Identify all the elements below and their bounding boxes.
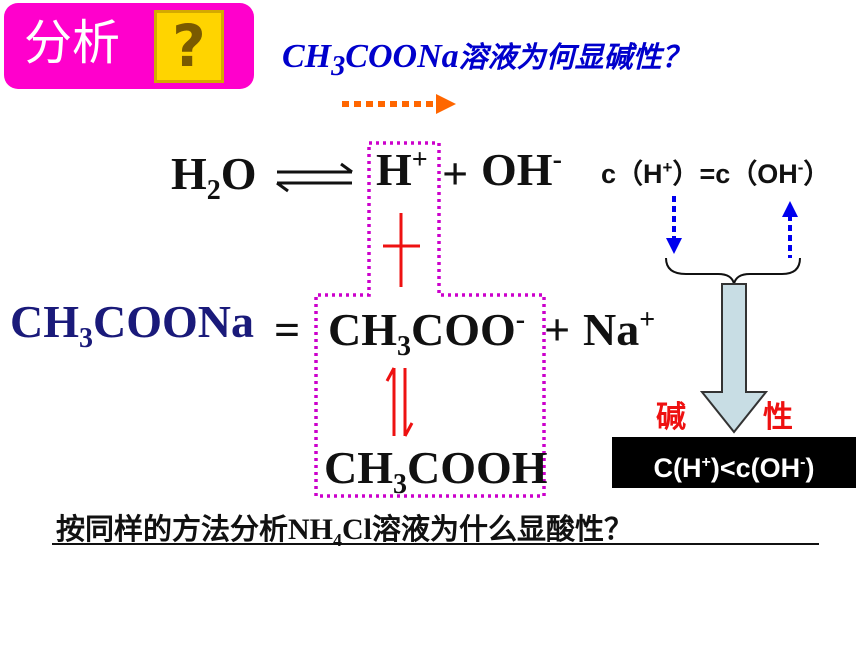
- orange-arrowhead: [436, 94, 456, 114]
- hydrogen-ion: H+: [376, 144, 428, 195]
- bottom-question: 按同样的方法分析NH4Cl溶液为什么显酸性？: [56, 512, 634, 550]
- basicity-char-2: 性: [763, 400, 793, 435]
- concentration-equality: c（H+）=c（OH-）: [601, 158, 831, 189]
- sodium-ion: Na+: [583, 304, 656, 355]
- water-formula: H2O: [171, 148, 257, 207]
- bottom-underline: [52, 543, 819, 545]
- acetate-equilibrium-arrows: [385, 367, 414, 437]
- dissociation-equals: =: [274, 304, 301, 355]
- question-formula: CH3COONa: [282, 38, 459, 82]
- question-mark-icon: ?: [172, 12, 206, 80]
- acetate-ion: CH3COO-: [328, 304, 526, 363]
- h-decrease-arrow: [666, 196, 682, 254]
- combine-brace: [665, 257, 801, 285]
- result-down-arrow: [699, 283, 769, 434]
- header-question: CH3COONa溶液为何显碱性？: [282, 34, 691, 83]
- acetic-acid-formula: CH3COOH: [324, 442, 548, 501]
- result-box: C(H+)<c(OH-): [612, 437, 856, 488]
- basicity-char-1: 碱: [656, 400, 686, 435]
- oh-increase-arrow: [782, 201, 798, 258]
- salt-plus-sign: +: [544, 304, 571, 355]
- question-box: [154, 10, 224, 83]
- hydroxide-ion: OH-: [481, 144, 562, 195]
- dotted-combination-box: [314, 141, 546, 498]
- badge-label: 分析: [24, 15, 121, 71]
- question-text: 溶液为何显碱性？: [458, 40, 691, 74]
- water-equilibrium-arrows: [276, 162, 353, 193]
- combine-cross-icon: [383, 213, 420, 287]
- ammonium-chloride-formula: NH4Cl: [288, 513, 373, 550]
- water-plus-sign: +: [442, 148, 469, 199]
- sodium-acetate-formula: CH3COONa: [10, 296, 254, 355]
